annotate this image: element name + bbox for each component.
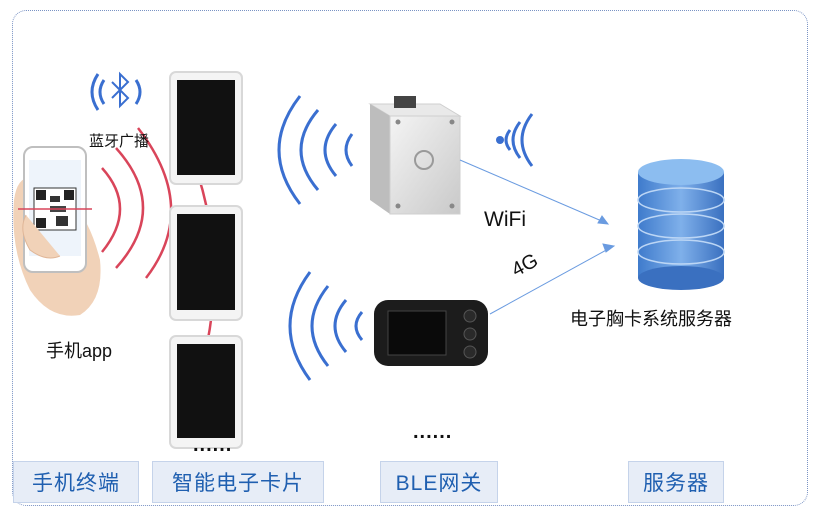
database-icon: [638, 159, 724, 290]
bluetooth-icon: [92, 74, 140, 110]
e-ink-card-icon: [170, 206, 242, 320]
e-ink-card-icon: [170, 336, 242, 448]
server-label: 电子胸卡系统服务器: [570, 305, 732, 331]
category-phone-terminal: 手机终端: [13, 461, 139, 503]
connection-arrows: [460, 160, 614, 314]
bluetooth-broadcast-label: 蓝牙广播: [89, 130, 149, 151]
category-server: 服务器: [628, 461, 724, 503]
e-ink-card-icon: [170, 72, 242, 184]
phone-icon: [13, 147, 100, 316]
wifi-gateway-icon: [370, 96, 460, 214]
wireless-wave-icon: [290, 272, 362, 380]
wireless-wave-icon: [279, 96, 352, 204]
4g-gateway-icon: [374, 300, 488, 366]
category-smart-card: 智能电子卡片: [152, 461, 324, 503]
wifi-label: WiFi: [484, 208, 526, 232]
wireless-wave-icon: [496, 114, 532, 166]
cards-ellipsis: ......: [193, 434, 232, 457]
phone-app-label: 手机app: [46, 337, 112, 363]
gateways-ellipsis: ......: [413, 421, 452, 444]
category-ble-gateway: BLE网关: [380, 461, 498, 503]
